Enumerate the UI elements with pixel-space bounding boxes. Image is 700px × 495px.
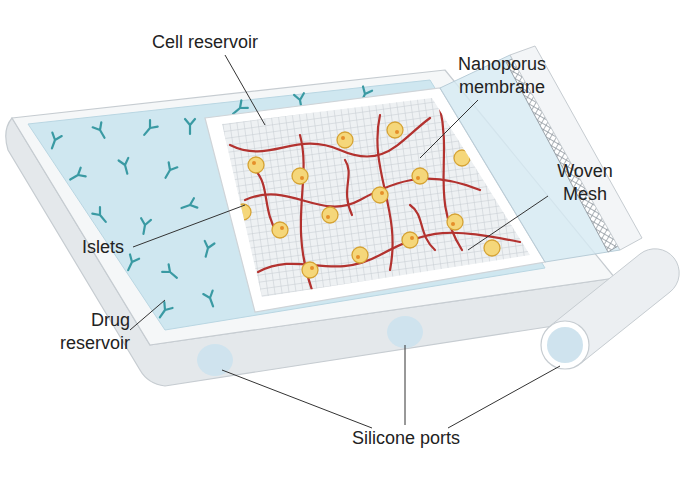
antibody-symbol: [156, 302, 173, 320]
part-label: Cell reservoir: [152, 31, 292, 54]
antibody-symbol: [47, 133, 62, 151]
part-label: Woven Mesh: [545, 160, 625, 206]
part-label: Islets: [82, 236, 142, 259]
islet-dot: [410, 236, 414, 240]
islet-cluster: [454, 150, 470, 166]
antibody-symbol: [185, 119, 195, 134]
islet-dot: [356, 255, 360, 259]
islet-dot: [380, 191, 384, 195]
antibody-symbol: [161, 162, 177, 180]
capillary: [230, 118, 430, 157]
islet-cluster: [484, 240, 500, 256]
capillary: [258, 233, 520, 272]
leader-line: [225, 55, 265, 125]
leader-line: [448, 366, 560, 428]
capillary: [345, 160, 352, 215]
islet-dot: [280, 226, 284, 230]
leader-line: [405, 345, 406, 425]
leader-line: [222, 370, 372, 428]
islet-dot: [341, 136, 345, 140]
islet-dot-group: [252, 130, 455, 270]
part-label: Nanoporus membrane: [447, 53, 557, 99]
antibody-symbol: [140, 120, 157, 138]
leader-line: [133, 205, 245, 247]
islet-cluster: [352, 247, 368, 263]
islet-dot: [416, 176, 420, 180]
cylinder-end: [541, 321, 589, 369]
islet-cluster: [322, 207, 338, 223]
islet-dot: [326, 215, 330, 219]
antibody-symbol: [119, 158, 133, 175]
silicone-port-disc: [547, 327, 583, 363]
leader-line-group: [130, 55, 560, 428]
capillary: [440, 108, 462, 250]
islet-cluster: [372, 187, 388, 203]
antibody-symbol: [203, 291, 218, 309]
silicone-port-disc: [197, 344, 233, 376]
islet-dot: [310, 266, 314, 270]
islet-cluster: [235, 204, 251, 220]
antibody-symbol: [180, 198, 198, 213]
islet-cluster: [402, 232, 418, 248]
antibody-symbol: [93, 122, 109, 140]
islet-dot: [252, 161, 256, 165]
antibody-symbol: [139, 218, 151, 235]
antibody-symbol: [92, 207, 109, 225]
islet-dot: [451, 222, 455, 226]
islet-cluster: [447, 214, 463, 230]
antibody-symbol: [162, 264, 180, 281]
flap-cover-edge: [510, 46, 642, 250]
leader-line: [420, 100, 478, 158]
islet-cluster: [292, 168, 308, 184]
islet-group: [235, 122, 500, 278]
islet-cluster: [302, 262, 318, 278]
part-label: Drug reservoir: [40, 309, 130, 355]
antibody-symbol: [124, 254, 139, 272]
part-label: Silicone ports: [352, 427, 522, 450]
islet-cluster: [248, 157, 264, 173]
leader-line: [130, 300, 165, 330]
islet-cluster: [387, 122, 403, 138]
leader-line: [468, 196, 548, 250]
islet-cluster: [272, 222, 288, 238]
islet-cluster: [412, 168, 428, 184]
antibody-symbol: [68, 168, 86, 184]
islet-cluster: [337, 132, 353, 148]
antibody-symbol: [201, 241, 215, 258]
islet-dot: [300, 176, 304, 180]
islet-dot: [395, 130, 399, 134]
silicone-port-disc: [387, 316, 423, 348]
